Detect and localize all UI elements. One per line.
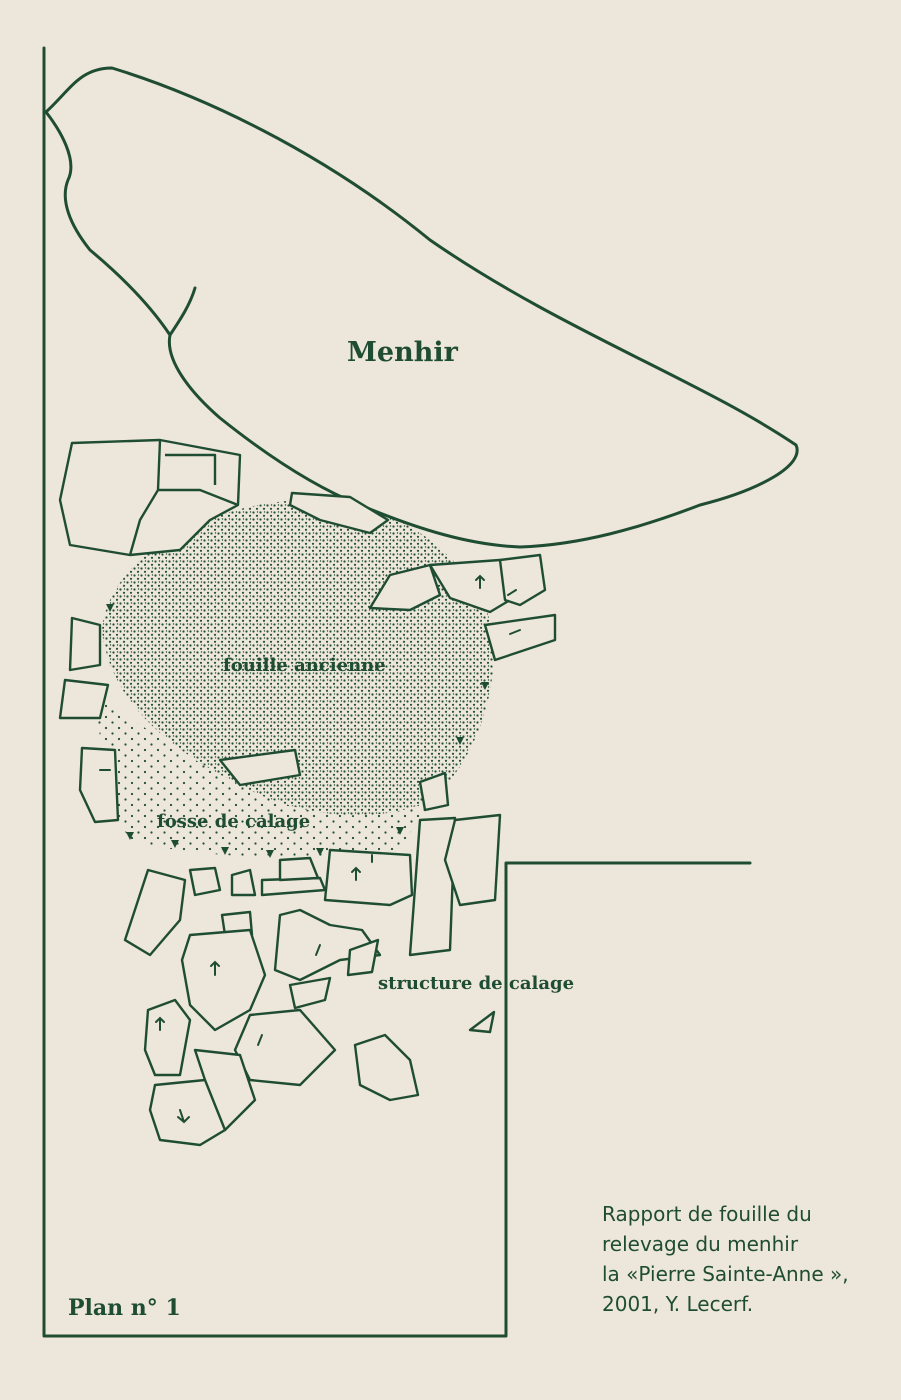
- site-boundary: [42, 46, 752, 1338]
- stone: [323, 848, 414, 907]
- stone-crack: [128, 439, 239, 556]
- menhir-crack: [168, 286, 197, 337]
- stone: [288, 976, 332, 1010]
- stone: [273, 908, 382, 982]
- stone: [180, 928, 267, 1032]
- caption-line: la «Pierre Sainte-Anne »,: [602, 1262, 849, 1286]
- stone: [260, 876, 327, 897]
- stone: [288, 491, 390, 535]
- stone: [428, 558, 512, 614]
- stone: [498, 553, 547, 607]
- menhir-label: Menhir: [347, 337, 459, 368]
- stone: [233, 1008, 337, 1087]
- stone: [58, 678, 110, 720]
- stone: [218, 748, 302, 787]
- fosse-de-calage-area: [92, 700, 430, 857]
- structure-de-calage-label: structure de calage: [378, 973, 574, 994]
- stone: [418, 771, 450, 812]
- caption-line: Rapport de fouille du: [602, 1202, 812, 1226]
- caption: Rapport de fouille du relevage du menhir…: [602, 1199, 892, 1319]
- stone: [193, 1048, 257, 1132]
- fosse-de-calage-label: fosse de calage: [157, 811, 310, 832]
- stone: [58, 438, 242, 557]
- stone: [123, 868, 187, 957]
- stone: [368, 563, 442, 612]
- stone: [188, 866, 222, 897]
- menhir-outline: [44, 66, 799, 549]
- stone: [68, 616, 102, 672]
- stone: [78, 746, 120, 824]
- stone: [143, 998, 192, 1077]
- caption-line: 2001, Y. Lecerf.: [602, 1292, 754, 1316]
- stone: [346, 938, 380, 977]
- stone: [443, 813, 502, 907]
- caption-line: relevage du menhir: [602, 1232, 799, 1256]
- fouille-ancienne-label: fouille ancienne: [223, 655, 386, 676]
- stone: [353, 1033, 420, 1102]
- stone: [483, 613, 557, 662]
- plan-number-label: Plan n° 1: [68, 1295, 181, 1321]
- stone: [408, 816, 457, 957]
- stone: [468, 1010, 496, 1034]
- stone: [278, 856, 320, 882]
- stone: [230, 868, 257, 897]
